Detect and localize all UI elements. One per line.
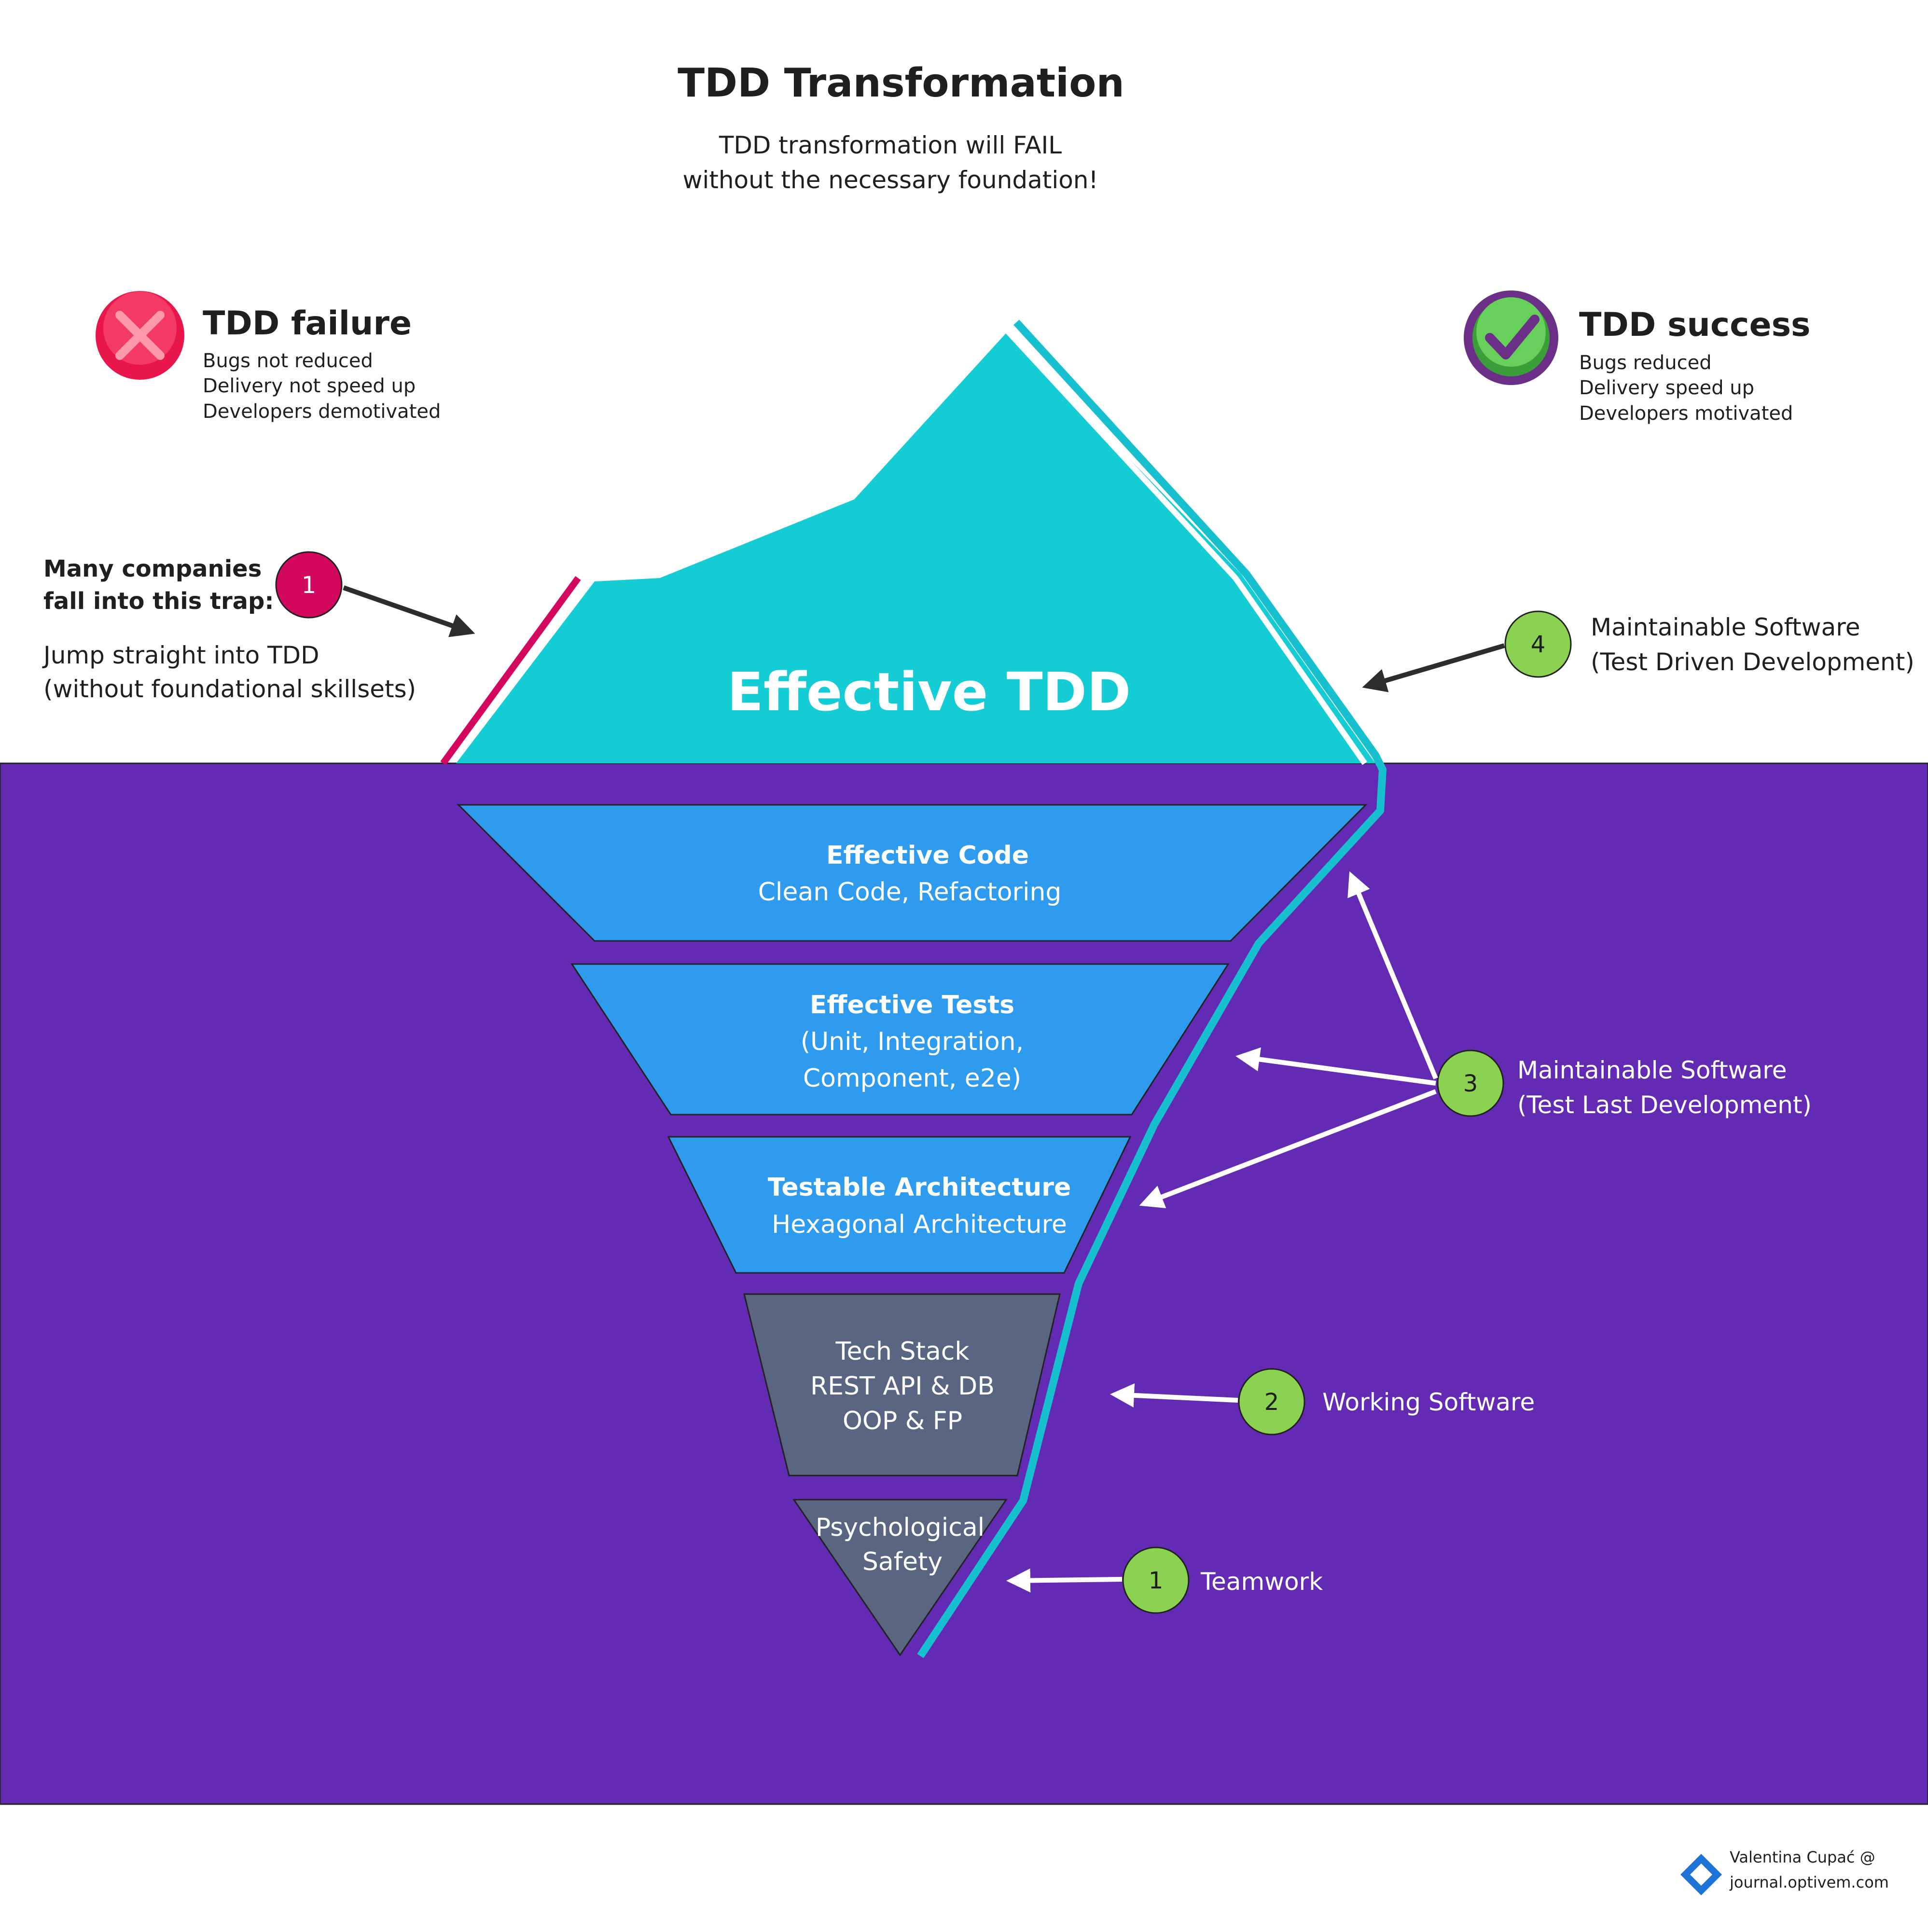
badge-4: 4 bbox=[1504, 610, 1572, 678]
layer-effective-code-text: Clean Code, Refactoring bbox=[758, 878, 1062, 907]
svg-text:2: 2 bbox=[1264, 1389, 1279, 1416]
arrow-4 bbox=[1362, 643, 1505, 692]
annotation-1-line1: Teamwork bbox=[1200, 1568, 1323, 1596]
layer-psychological-safety-line2: Safety bbox=[862, 1547, 943, 1576]
failure-heading: TDD failure bbox=[203, 304, 412, 343]
success-outline-highlight bbox=[1002, 326, 1367, 765]
svg-text:1: 1 bbox=[1149, 1567, 1164, 1594]
layer-psychological-safety bbox=[792, 1499, 1008, 1656]
layer-effective-tests-title: Effective Tests bbox=[810, 991, 1014, 1020]
svg-text:1: 1 bbox=[302, 572, 317, 599]
badge-2: 2 bbox=[1238, 1368, 1305, 1435]
iceberg-tip bbox=[456, 332, 1375, 763]
layer-tech-stack bbox=[743, 1293, 1061, 1477]
failure-item: Developers demotivated bbox=[203, 400, 441, 423]
success-item: Developers motivated bbox=[1579, 402, 1793, 425]
layer-effective-code-title: Effective Code bbox=[826, 841, 1029, 870]
annotation-4-line2: (Test Driven Development) bbox=[1591, 648, 1914, 676]
arrow-3-tests bbox=[1235, 1047, 1436, 1086]
iceberg-tip-label: Effective TDD bbox=[727, 661, 1131, 723]
trap-text-line2: (without foundational skillsets) bbox=[43, 675, 416, 703]
layer-tech-stack-line3: OOP & FP bbox=[843, 1407, 962, 1435]
annotation-3-line1: Maintainable Software bbox=[1517, 1056, 1787, 1084]
layer-effective-tests bbox=[570, 963, 1230, 1116]
arrow-3-architecture bbox=[1139, 1089, 1437, 1208]
credit-line1: Valentina Cupać @ bbox=[1730, 1848, 1875, 1866]
failure-item: Bugs not reduced bbox=[203, 350, 373, 372]
failure-item: Delivery not speed up bbox=[203, 375, 416, 397]
layer-tech-stack-line1: Tech Stack bbox=[835, 1337, 970, 1366]
layer-testable-architecture-text: Hexagonal Architecture bbox=[772, 1210, 1067, 1239]
svg-text:4: 4 bbox=[1531, 631, 1546, 658]
layer-tech-stack-line2: REST API & DB bbox=[810, 1372, 995, 1401]
page-title: TDD Transformation bbox=[678, 60, 1124, 106]
trap-badge: 1 bbox=[275, 551, 343, 619]
trap-bold-line1: Many companies bbox=[43, 555, 262, 582]
layer-effective-tests-line2: Component, e2e) bbox=[803, 1064, 1021, 1093]
arrow-3-code bbox=[1347, 871, 1438, 1079]
credit-line2: journal.optivem.com bbox=[1729, 1873, 1889, 1891]
failure-edge-line bbox=[440, 576, 581, 766]
arrow-2 bbox=[1110, 1383, 1238, 1408]
success-item: Delivery speed up bbox=[1579, 377, 1754, 399]
success-heading: TDD success bbox=[1579, 306, 1811, 344]
arrow-1 bbox=[1006, 1568, 1123, 1593]
subtitle-line2: without the necessary foundation! bbox=[682, 166, 1098, 194]
subtitle-line1: TDD transformation will FAIL bbox=[719, 131, 1062, 159]
annotation-2-line1: Working Software bbox=[1322, 1388, 1535, 1416]
layer-psychological-safety-line1: Psychological bbox=[816, 1513, 985, 1542]
annotation-3-line2: (Test Last Development) bbox=[1517, 1091, 1812, 1119]
success-item: Bugs reduced bbox=[1579, 352, 1712, 374]
badge-3: 3 bbox=[1437, 1049, 1504, 1117]
annotation-4-line1: Maintainable Software bbox=[1591, 613, 1860, 641]
svg-text:3: 3 bbox=[1463, 1070, 1478, 1097]
optivem-logo-icon bbox=[1680, 1854, 1722, 1895]
trap-text-line1: Jump straight into TDD bbox=[42, 641, 319, 669]
layer-testable-architecture bbox=[667, 1136, 1132, 1274]
success-outline-line bbox=[917, 319, 1387, 1658]
layer-effective-tests-line1: (Unit, Integration, bbox=[801, 1027, 1024, 1056]
badge-1: 1 bbox=[1122, 1546, 1190, 1614]
layer-testable-architecture-title: Testable Architecture bbox=[768, 1173, 1071, 1202]
check-circle-icon bbox=[1464, 290, 1558, 385]
trap-arrow bbox=[343, 585, 475, 637]
x-circle-icon bbox=[96, 291, 184, 380]
trap-bold-line2: fall into this trap: bbox=[43, 588, 274, 615]
layer-effective-code bbox=[457, 804, 1368, 942]
